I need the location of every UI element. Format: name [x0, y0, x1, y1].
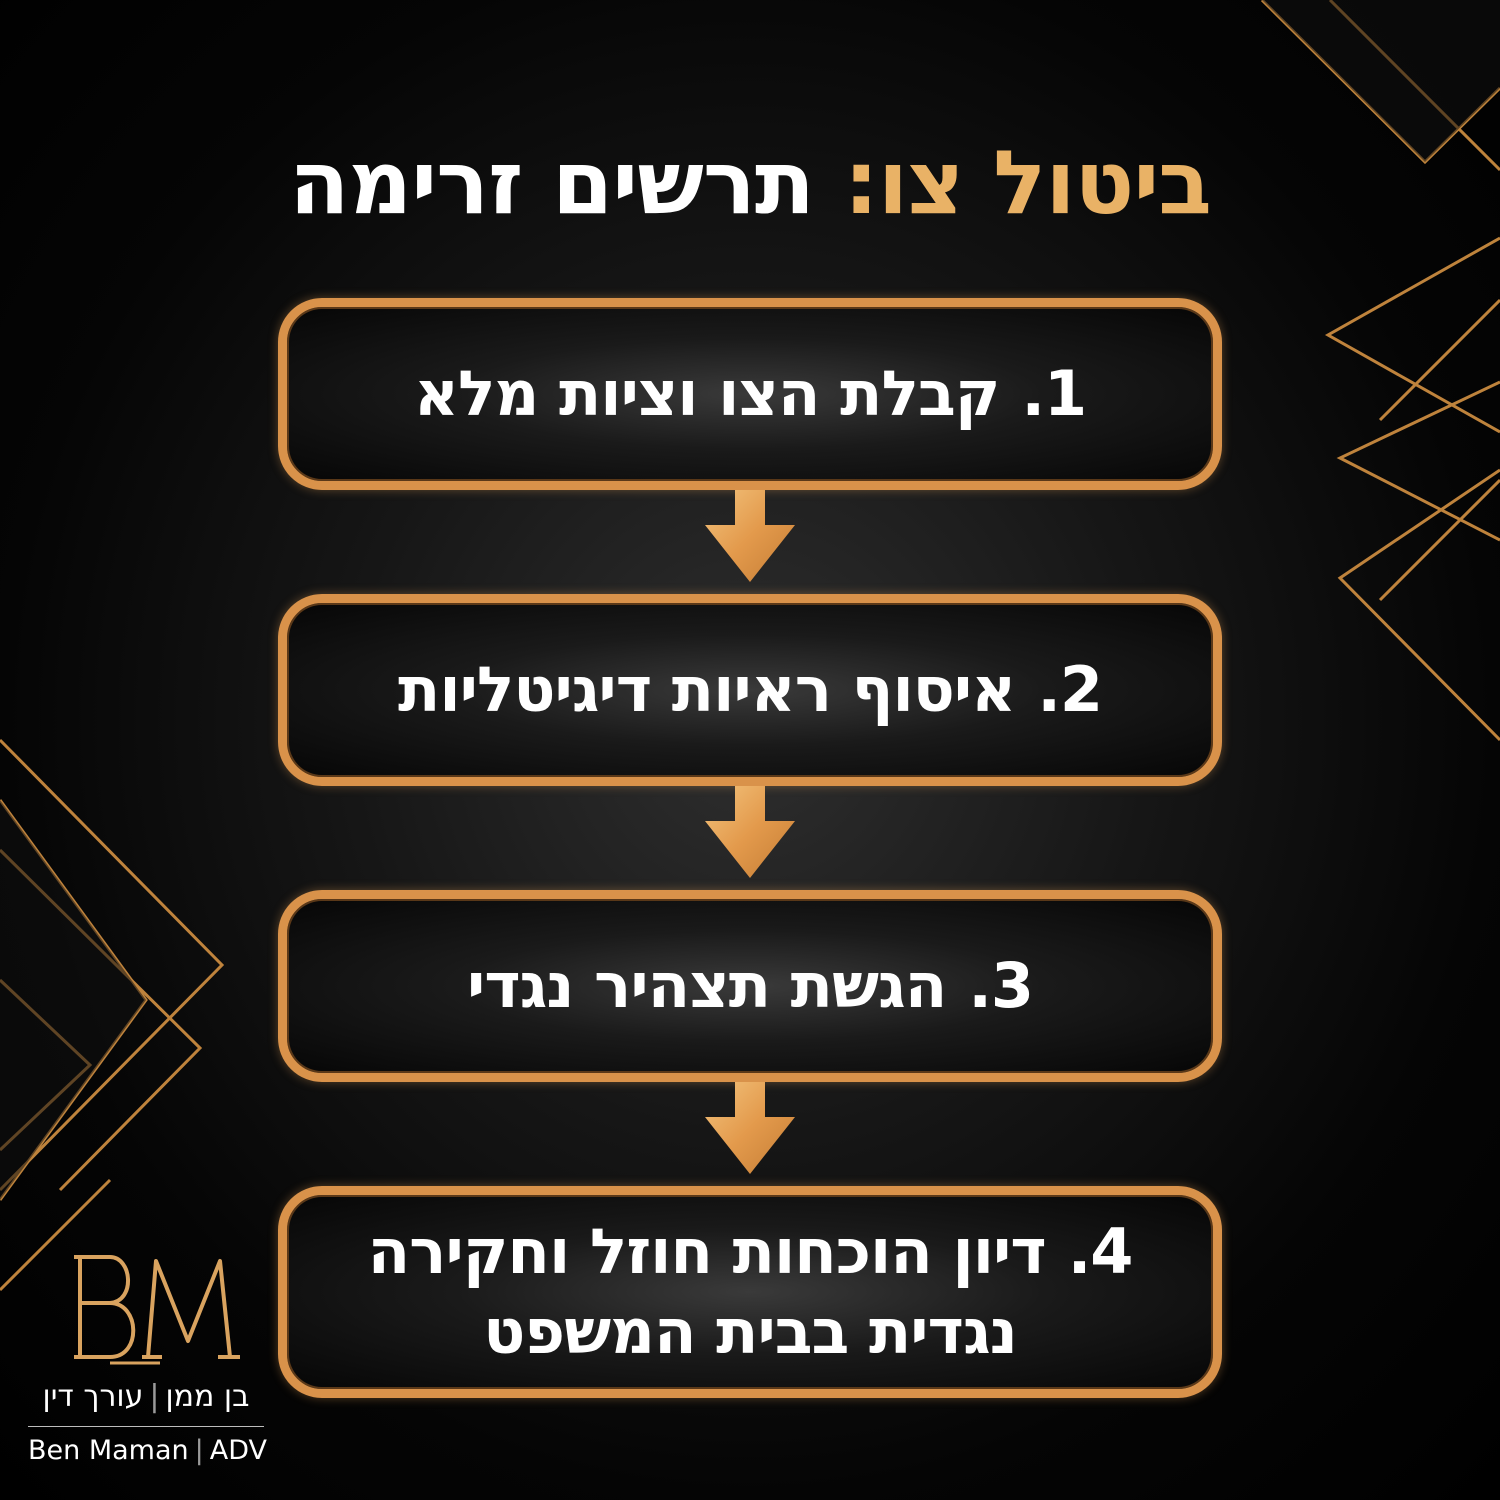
title-accent: ביטול צו:	[843, 131, 1212, 234]
bm-monogram-icon	[74, 1255, 240, 1365]
step-box-2: 2. איסוף ראיות דיגיטליות	[278, 594, 1222, 786]
logo-hebrew-title: עורך דין	[42, 1379, 144, 1414]
logo-english: Ben Maman|ADV	[28, 1431, 268, 1471]
step-text-4: 4. דיון הוכחות חוזל וחקירה נגדית בבית המש…	[367, 1212, 1134, 1372]
arrow-down-icon	[705, 490, 795, 582]
deco-line-right-2	[1336, 380, 1500, 542]
logo-hebrew: בן ממן|עורך דין	[26, 1375, 266, 1419]
deco-line-left-5	[0, 1178, 112, 1292]
step-box-4: 4. דיון הוכחות חוזל וחקירה נגדית בבית המש…	[278, 1186, 1222, 1398]
logo-english-name: Ben Maman	[28, 1435, 189, 1466]
step-number-2: 2.	[1037, 653, 1103, 726]
logo-english-title: ADV	[209, 1435, 268, 1466]
step-box-3: 3. הגשת תצהיר נגדי	[278, 890, 1222, 1082]
arrow-down-icon	[705, 786, 795, 878]
deco-line-left-1	[0, 738, 225, 1192]
deco-fill-left	[0, 800, 146, 1200]
logo-separator: |	[149, 1379, 160, 1414]
logo-hebrew-name: בן ממן	[165, 1379, 250, 1414]
title-main: תרשים זרימה	[289, 131, 815, 234]
step-label-1: קבלת הצו וציות מלא	[413, 357, 1001, 430]
step-box-1: 1. קבלת הצו וציות מלא	[278, 298, 1222, 490]
page-title: ביטול צו: תרשים זרימה	[150, 118, 1350, 248]
deco-line-right-1	[1324, 236, 1500, 434]
logo-separator-en: |	[194, 1435, 204, 1466]
step-text-1: 1. קבלת הצו וציות מלא	[413, 354, 1087, 434]
deco-line-right-4	[1378, 298, 1500, 422]
deco-line-right-5	[1378, 478, 1500, 602]
step-text-2: 2. איסוף ראיות דיגיטליות	[397, 650, 1103, 730]
step-number-4: 4.	[1067, 1215, 1134, 1288]
step-label-2: איסוף ראיות דיגיטליות	[397, 653, 1016, 726]
deco-fill-top-right	[1262, 0, 1500, 162]
brand-logo: בן ממן|עורך דין Ben Maman|ADV	[20, 1245, 267, 1485]
step-text-3: 3. הגשת תצהיר נגדי	[466, 946, 1034, 1026]
step-line-4a: 4. דיון הוכחות חוזל וחקירה	[367, 1212, 1134, 1292]
step-label-3: הגשת תצהיר נגדי	[466, 949, 947, 1022]
deco-line-right-3	[1337, 468, 1500, 742]
step-number-1: 1.	[1021, 357, 1087, 430]
step-label-4a: דיון הוכחות חוזל וחקירה	[367, 1215, 1047, 1288]
step-label-4b: נגדית בבית המשפט	[483, 1295, 1018, 1368]
logo-divider	[28, 1426, 264, 1427]
arrow-down-icon	[705, 1082, 795, 1174]
step-number-3: 3.	[968, 949, 1034, 1022]
